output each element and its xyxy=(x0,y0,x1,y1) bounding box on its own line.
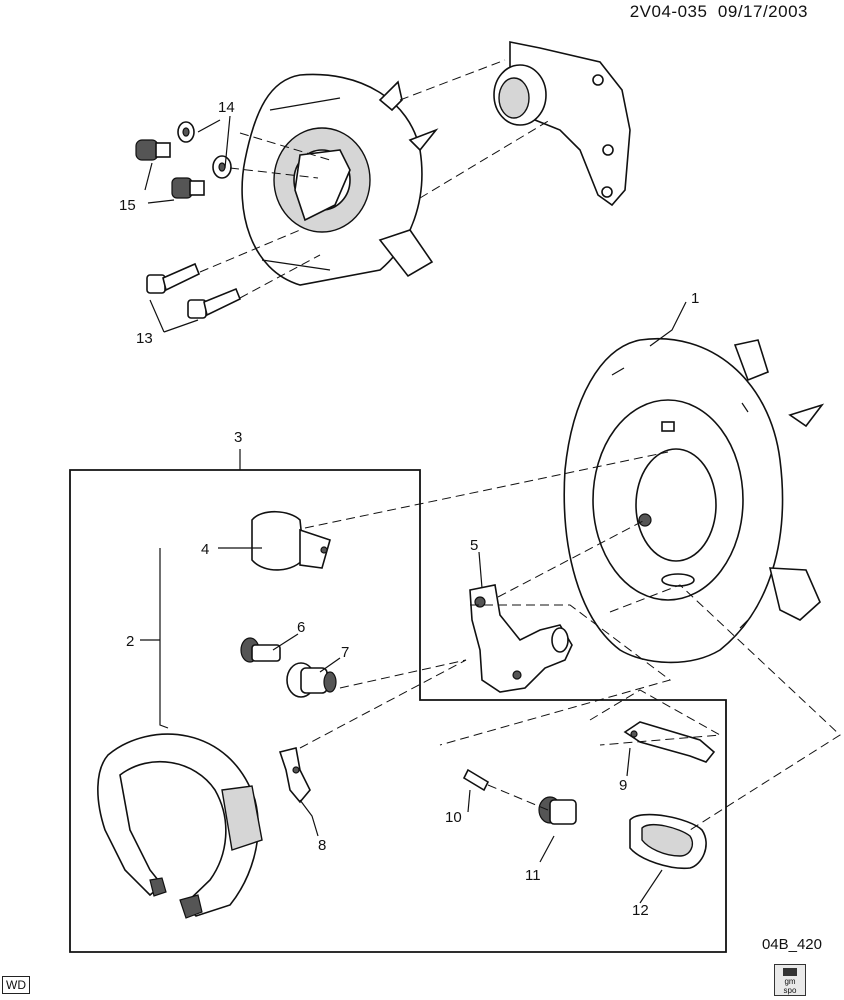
document-date: 09/17/2003 xyxy=(717,2,808,21)
align-line xyxy=(399,59,506,101)
callout-7: 7 xyxy=(341,644,349,661)
align-line xyxy=(609,584,841,831)
callout-11: 11 xyxy=(525,867,541,884)
backing-plate xyxy=(563,338,825,664)
callout-14: 14 xyxy=(218,99,235,116)
actuator-lever-5 xyxy=(469,584,573,693)
callout-12: 12 xyxy=(632,902,649,919)
align-line xyxy=(419,119,551,199)
callout-5: 5 xyxy=(470,537,478,554)
callout-1: 1 xyxy=(691,290,699,307)
align-line xyxy=(439,604,672,746)
nut-11 xyxy=(538,796,577,825)
figure-code: 04B_420 xyxy=(761,936,822,953)
wd-mark: WD xyxy=(2,976,30,994)
document-id: 2V04-035 xyxy=(629,2,708,21)
align-line xyxy=(339,659,467,689)
callout-6: 6 xyxy=(297,619,305,636)
align-line xyxy=(487,784,549,811)
align-line xyxy=(304,451,669,529)
plug-grommet-12 xyxy=(629,813,707,870)
document-header: 2V04-035 09/17/2003 xyxy=(630,2,808,22)
align-line xyxy=(239,132,331,161)
kit-outline-box xyxy=(69,469,727,953)
strut-lever-9 xyxy=(623,721,716,763)
pin-10 xyxy=(462,768,490,792)
bushing-7 xyxy=(286,662,337,698)
callout-13: 13 xyxy=(136,330,153,347)
leader-lines xyxy=(140,115,687,904)
callout-9: 9 xyxy=(619,777,627,794)
adjuster-pin-6 xyxy=(240,637,281,663)
bolt-15-b xyxy=(171,177,205,199)
align-line xyxy=(199,229,301,273)
shoe-retainer-4 xyxy=(251,510,331,571)
align-line xyxy=(299,659,467,749)
upper-backing-plate xyxy=(241,73,439,286)
callout-15: 15 xyxy=(119,197,136,214)
callout-8: 8 xyxy=(318,837,326,854)
washer-14-a xyxy=(177,121,195,143)
callout-3: 3 xyxy=(234,429,242,446)
spring-clip-8 xyxy=(278,747,311,804)
align-line xyxy=(239,254,321,299)
washer-14-b xyxy=(212,155,232,179)
parking-brake-shoe-2 xyxy=(97,733,263,919)
align-line xyxy=(589,689,722,746)
callout-2: 2 xyxy=(126,633,134,650)
bolt-15-a xyxy=(135,139,171,161)
align-line xyxy=(229,167,319,179)
bearing-bracket xyxy=(493,41,631,207)
bolt-13-b xyxy=(187,287,242,319)
bolt-13-a xyxy=(146,262,201,294)
callout-10: 10 xyxy=(445,809,462,826)
callout-4: 4 xyxy=(201,541,209,558)
